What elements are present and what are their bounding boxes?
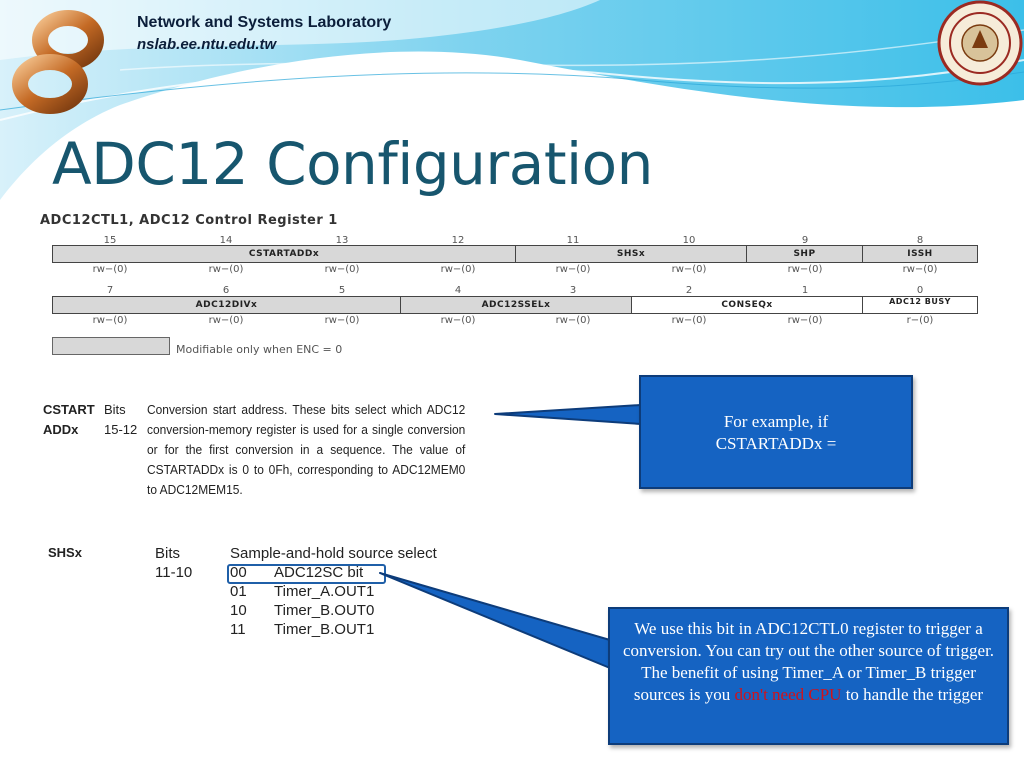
legend-text: Modifiable only when ENC = 0 [176, 343, 343, 356]
cstart-bits-label: Bits [104, 402, 126, 417]
bit-number: 13 [335, 235, 349, 246]
register-row2-access: rw−(0) rw−(0) rw−(0) rw−(0) rw−(0) rw−(0… [52, 315, 978, 327]
register-row1-bits: 15 14 13 12 11 10 9 8 [52, 235, 978, 247]
access-mode: r−(0) [906, 315, 934, 326]
header-wave-decoration [0, 0, 1024, 200]
cstart-name-line: ADDx [43, 422, 79, 437]
access-mode: rw−(0) [555, 264, 591, 275]
lab-name: Network and Systems Laboratory [137, 14, 392, 31]
bit-number: 15 [103, 235, 117, 246]
access-mode: rw−(0) [440, 315, 476, 326]
cstart-description: Conversion start address. These bits sel… [147, 402, 466, 497]
shs-option-code: 01 [230, 583, 247, 600]
access-mode: rw−(0) [902, 264, 938, 275]
field-adc12sselx: ADC12SSELx [400, 296, 632, 314]
access-mode: rw−(0) [671, 264, 707, 275]
bit-number: 10 [682, 235, 696, 246]
access-mode: rw−(0) [92, 264, 128, 275]
bit-number: 2 [685, 285, 693, 296]
legend-swatch [52, 337, 170, 355]
callout-highlight-text: don't need CPU [734, 685, 842, 704]
access-mode: rw−(0) [208, 315, 244, 326]
callout-shsx: We use this bit in ADC12CTL0 register to… [608, 607, 1009, 745]
field-adc12busy: ADC12 BUSY [862, 296, 978, 314]
cstart-bits-range: 15-12 [104, 422, 138, 437]
bit-number: 5 [338, 285, 346, 296]
bit-number: 1 [801, 285, 809, 296]
shs-field-name: SHSx [48, 545, 82, 560]
bit-number: 4 [454, 285, 462, 296]
access-mode: rw−(0) [324, 264, 360, 275]
bit-number: 6 [222, 285, 230, 296]
cstart-bits: Bits 15-12 [104, 400, 140, 440]
shs-option: 01 Timer_A.OUT1 [230, 583, 374, 600]
field-issh: ISSH [862, 245, 978, 263]
bit-number: 0 [916, 285, 924, 296]
shs-option: 10 Timer_B.OUT0 [230, 602, 374, 619]
slide-title: ADC12 Configuration [52, 130, 653, 198]
infinity-loop-logo [12, 10, 104, 114]
callout-line: For example, if [723, 412, 829, 431]
access-mode: rw−(0) [324, 315, 360, 326]
bit-number: 8 [916, 235, 924, 246]
register-row1-fields: CSTARTADDx SHSx SHP ISSH [52, 245, 978, 263]
university-seal [937, 0, 1023, 86]
callout-cstartaddx: For example, if CSTARTADDx = [639, 375, 913, 489]
shs-option: 11 Timer_B.OUT1 [230, 621, 374, 638]
access-mode: rw−(0) [555, 315, 591, 326]
shs-option: 00 ADC12SC bit [230, 564, 363, 581]
access-mode: rw−(0) [208, 264, 244, 275]
bit-number: 7 [106, 285, 114, 296]
shs-option-code: 10 [230, 602, 247, 619]
access-mode: rw−(0) [92, 315, 128, 326]
callout-text: We use this bit in ADC12CTL0 register to… [622, 619, 995, 704]
lab-url: nslab.ee.ntu.edu.tw [137, 36, 277, 53]
callout-line: CSTARTADDx = [715, 434, 837, 453]
bit-number: 14 [219, 235, 233, 246]
register-row2-bits: 7 6 5 4 3 2 1 0 [52, 285, 978, 297]
bit-number: 11 [566, 235, 580, 246]
access-mode: rw−(0) [787, 264, 823, 275]
shs-option-code: 11 [230, 621, 246, 638]
access-mode: rw−(0) [787, 315, 823, 326]
cstart-name-line: CSTART [43, 402, 95, 417]
shs-option-code: 00 [230, 564, 247, 581]
bit-number: 12 [451, 235, 465, 246]
shs-option-label: Timer_B.OUT1 [274, 621, 375, 638]
register-title: ADC12CTL1, ADC12 Control Register 1 [40, 213, 338, 228]
shs-option-label: ADC12SC bit [274, 564, 364, 581]
access-mode: rw−(0) [440, 264, 476, 275]
register-row1-access: rw−(0) rw−(0) rw−(0) rw−(0) rw−(0) rw−(0… [52, 264, 978, 276]
shs-option-label: Timer_B.OUT0 [274, 602, 375, 619]
access-mode: rw−(0) [671, 315, 707, 326]
callout-text-tail: to handle the trigger [841, 685, 984, 704]
register-row2-fields: ADC12DIVx ADC12SSELx CONSEQx ADC12 BUSY [52, 296, 978, 314]
bit-number: 9 [801, 235, 809, 246]
shs-title: Sample-and-hold source select [230, 545, 437, 562]
shs-bits-label: Bits [155, 545, 181, 562]
bit-number: 3 [569, 285, 577, 296]
cstart-field-name: CSTART ADDx [43, 400, 95, 440]
shs-option-label: Timer_A.OUT1 [274, 583, 375, 600]
shs-bits-range: 11-10 [155, 564, 193, 581]
